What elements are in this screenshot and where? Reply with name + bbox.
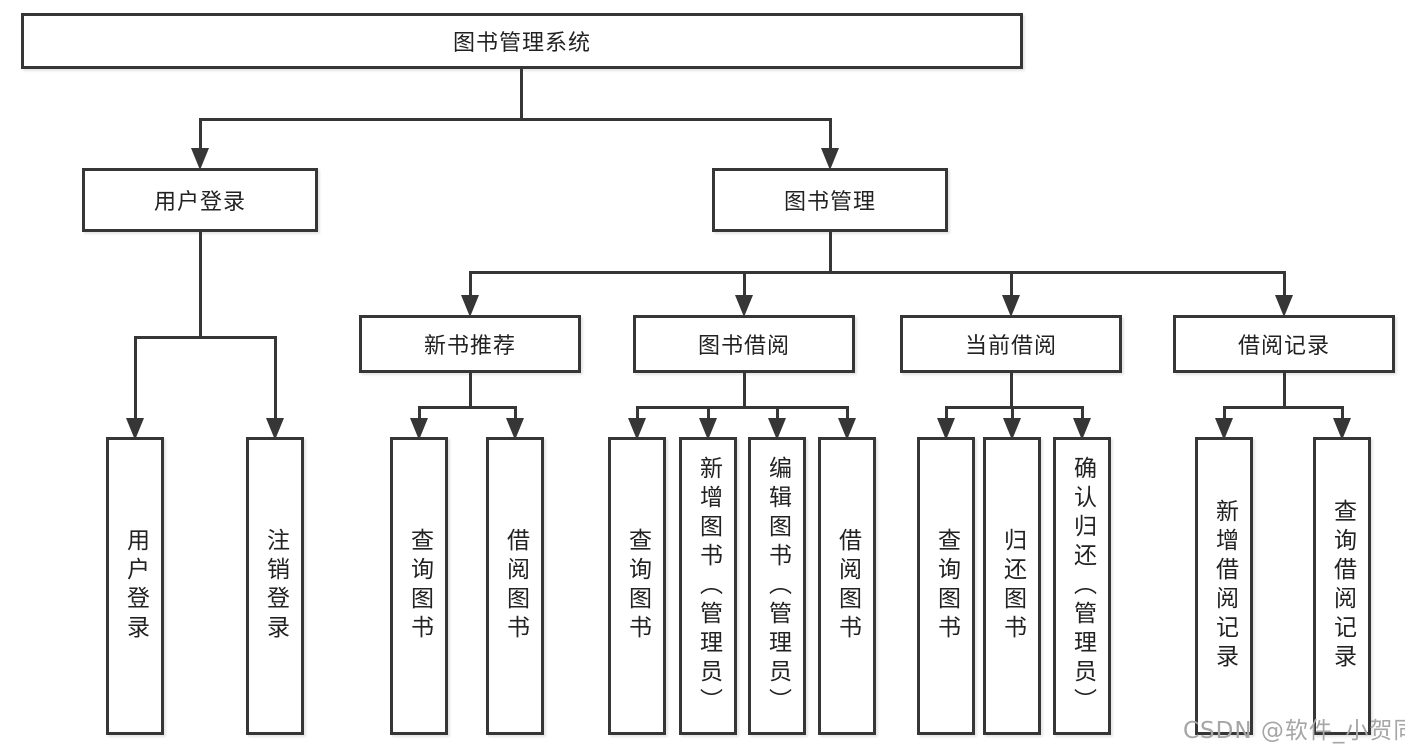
node-label: 查询图书 bbox=[406, 528, 433, 644]
node-label: 图书管理系统 bbox=[452, 31, 591, 56]
node-label: 查询图书 bbox=[624, 528, 651, 644]
connector-level3-rail bbox=[470, 271, 1286, 274]
arrow-down-icon bbox=[126, 418, 144, 440]
connector-level2-rail bbox=[199, 118, 832, 121]
node-label: 新增图书（管理员） bbox=[695, 455, 722, 717]
arrow-down-icon bbox=[628, 418, 646, 440]
node-new-book-recommendation: 新书推荐 bbox=[359, 315, 581, 373]
arrow-down-icon bbox=[821, 148, 839, 170]
arrow-down-icon bbox=[735, 295, 753, 317]
connector-rail bbox=[1224, 406, 1344, 409]
connector-drop-leaf bbox=[1341, 406, 1344, 420]
connector-drop-leaf bbox=[945, 406, 948, 420]
leaf-edit-books-admin: 编辑图书（管理员） bbox=[748, 437, 806, 735]
node-label: 借阅图书 bbox=[834, 528, 861, 644]
arrow-down-icon bbox=[1333, 418, 1351, 440]
node-label: 新书推荐 bbox=[423, 334, 516, 359]
connector-drop-leaf bbox=[636, 406, 639, 420]
arrow-down-icon bbox=[1003, 418, 1021, 440]
connector-user-login-rail bbox=[135, 336, 277, 339]
connector-drop-new-book bbox=[469, 271, 472, 297]
leaf-user-login: 用户登录 bbox=[106, 437, 164, 735]
node-label: 编辑图书（管理员） bbox=[764, 455, 791, 717]
connector-drop-leaf bbox=[1223, 406, 1226, 420]
connector-drop-leaf bbox=[846, 406, 849, 420]
arrow-down-icon bbox=[838, 418, 856, 440]
leaf-add-borrow-record: 新增借阅记录 bbox=[1195, 437, 1253, 735]
leaf-query-books-current: 查询图书 bbox=[917, 437, 975, 735]
leaf-return-books: 归还图书 bbox=[983, 437, 1041, 735]
connector-drop-leaf bbox=[418, 406, 421, 420]
node-label: 归还图书 bbox=[999, 528, 1026, 644]
node-label: 借阅图书 bbox=[502, 528, 529, 644]
arrow-down-icon bbox=[768, 418, 786, 440]
leaf-borrow-books: 借阅图书 bbox=[818, 437, 876, 735]
node-label: 借阅记录 bbox=[1237, 334, 1330, 359]
connector-drop-leaf bbox=[134, 336, 137, 420]
node-label: 用户登录 bbox=[122, 528, 149, 644]
leaf-borrow-books-recommend: 借阅图书 bbox=[486, 437, 544, 735]
arrow-down-icon bbox=[699, 418, 717, 440]
connector-root-stub bbox=[520, 69, 523, 121]
node-label: 图书管理 bbox=[783, 190, 876, 215]
arrow-down-icon bbox=[266, 418, 284, 440]
node-label: 用户登录 bbox=[153, 190, 246, 215]
connector-drop-user-login bbox=[199, 118, 202, 152]
connector-user-login-stub bbox=[199, 232, 202, 339]
csdn-watermark: CSDN @软件_小贺同学 bbox=[1183, 718, 1405, 744]
connector-drop-leaf bbox=[1081, 406, 1084, 420]
arrow-down-icon bbox=[1275, 295, 1293, 317]
connector-rail bbox=[419, 406, 517, 409]
connector-stub bbox=[469, 373, 472, 409]
arrow-down-icon bbox=[1073, 418, 1091, 440]
arrow-down-icon bbox=[410, 418, 428, 440]
connector-drop-leaf bbox=[707, 406, 710, 420]
connector-stub bbox=[743, 373, 746, 409]
connector-drop-book-management bbox=[829, 118, 832, 152]
connector-drop-borrow-records bbox=[1283, 271, 1286, 297]
node-book-borrowing: 图书借阅 bbox=[633, 315, 855, 373]
node-label: 注销登录 bbox=[262, 528, 289, 644]
arrow-down-icon bbox=[506, 418, 524, 440]
leaf-confirm-return-admin: 确认归还（管理员） bbox=[1053, 437, 1111, 735]
node-library-management-system: 图书管理系统 bbox=[21, 13, 1023, 69]
node-label: 新增借阅记录 bbox=[1211, 499, 1238, 673]
node-current-borrowing: 当前借阅 bbox=[900, 315, 1122, 373]
node-label: 查询借阅记录 bbox=[1329, 499, 1356, 673]
arrow-down-icon bbox=[191, 148, 209, 170]
connector-rail bbox=[637, 406, 849, 409]
node-borrowing-records: 借阅记录 bbox=[1173, 315, 1395, 373]
connector-rail bbox=[946, 406, 1084, 409]
node-label: 当前借阅 bbox=[964, 334, 1057, 359]
node-label: 查询图书 bbox=[933, 528, 960, 644]
connector-stub bbox=[1010, 373, 1013, 409]
connector-drop-leaf bbox=[514, 406, 517, 420]
arrow-down-icon bbox=[1002, 295, 1020, 317]
leaf-query-borrow-record: 查询借阅记录 bbox=[1313, 437, 1371, 735]
arrow-down-icon bbox=[1215, 418, 1233, 440]
leaf-query-books-recommend: 查询图书 bbox=[390, 437, 448, 735]
connector-drop-leaf bbox=[776, 406, 779, 420]
leaf-query-books-borrow: 查询图书 bbox=[608, 437, 666, 735]
node-label: 图书借阅 bbox=[697, 334, 790, 359]
node-user-login: 用户登录 bbox=[82, 168, 318, 232]
connector-drop-book-borrow bbox=[743, 271, 746, 297]
leaf-logout: 注销登录 bbox=[246, 437, 304, 735]
node-label: 确认归还（管理员） bbox=[1069, 455, 1096, 717]
leaf-add-books-admin: 新增图书（管理员） bbox=[679, 437, 737, 735]
connector-drop-current-borrow bbox=[1010, 271, 1013, 297]
connector-drop-leaf bbox=[274, 336, 277, 420]
connector-stub bbox=[1283, 373, 1286, 409]
arrow-down-icon bbox=[461, 295, 479, 317]
arrow-down-icon bbox=[937, 418, 955, 440]
connector-drop-leaf bbox=[1011, 406, 1014, 420]
node-book-management: 图书管理 bbox=[712, 168, 948, 232]
connector-book-management-stub bbox=[829, 232, 832, 274]
